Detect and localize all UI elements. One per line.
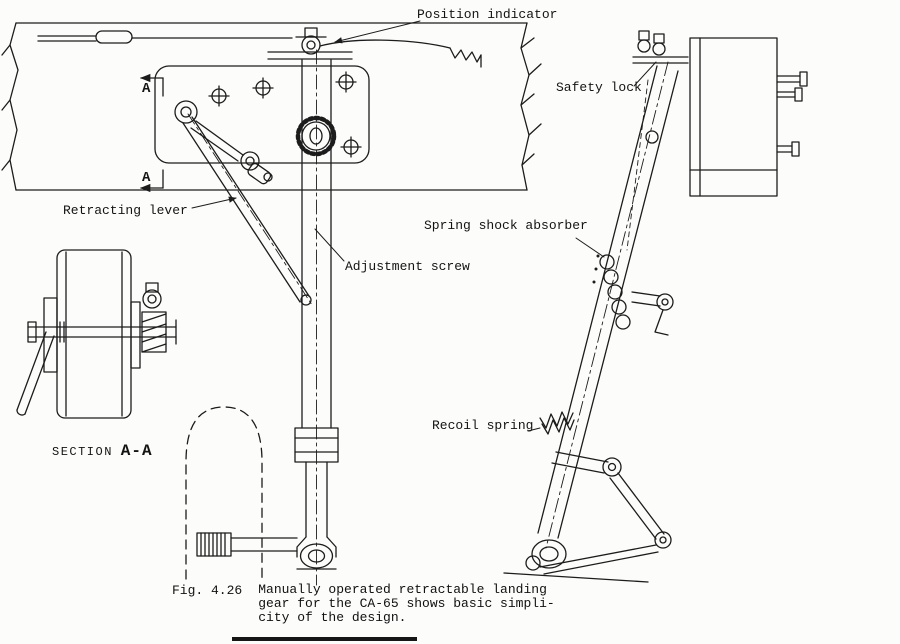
main-strut [294,49,339,586]
upper-structure-band [1,22,542,191]
retracting-lever-assembly [174,100,313,306]
wheel-outline-dashed [185,406,263,580]
gear-sector [295,115,337,157]
figure-caption: Fig. 4.26 Manually operated retractable … [172,583,555,625]
recoil-spring-coil [539,411,575,435]
mounting-plate [154,65,370,164]
spring-shock-absorber-label: Spring shock absorber [424,218,588,233]
page-edge-rule [232,637,417,641]
adjustment-screw-label: Adjustment screw [345,259,470,274]
section-aa-view [16,249,177,419]
caption-text: Manually operated retractable landing ge… [258,583,554,625]
section-word: SECTION [52,445,113,459]
recoil-spring-label: Recoil spring [432,418,534,433]
pivot-fitting [267,27,353,60]
position-indicator-mechanism [37,30,482,68]
axle-hatched [196,532,298,557]
retracting-lever-label: Retracting lever [63,203,188,218]
caption-line: Manually operated retractable landing [258,582,547,597]
retracted-view [503,30,808,583]
caption-line: gear for the CA-65 shows basic simpli- [258,596,555,611]
safety-lock-label: Safety lock [556,80,642,95]
leader-lines [191,20,657,432]
position-indicator-label: Position indicator [417,7,558,22]
section-marker-a-bottom: A [142,170,151,186]
section-cut-text: A-A [120,442,153,460]
section-cut-marks [139,73,164,193]
section-marker-a-top: A [142,81,151,97]
shock-absorber-coil [592,254,631,330]
caption-line: city of the design. [258,610,407,625]
section-aa-label: SECTION A-A [52,442,153,460]
figure-number: Fig. 4.26 [172,583,243,598]
